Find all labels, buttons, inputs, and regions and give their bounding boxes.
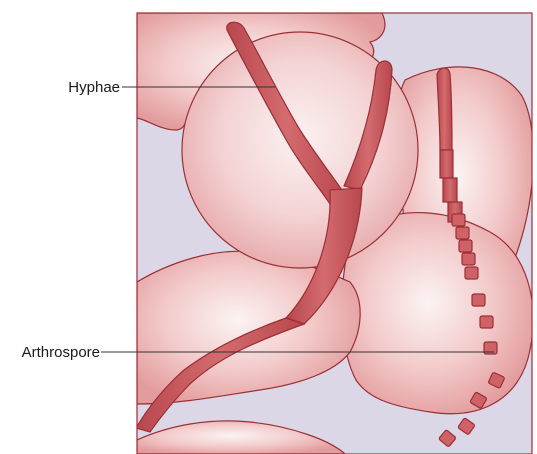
- hypha-segment: [440, 150, 453, 178]
- arthrospore: [456, 227, 469, 239]
- arthrospore: [459, 240, 472, 252]
- hypha-segment-top: [437, 68, 452, 150]
- arthrospore: [480, 316, 493, 328]
- arthrospore-label: Arthrospore: [22, 344, 100, 361]
- arthrospore: [452, 214, 465, 226]
- arthrospore: [465, 267, 478, 279]
- hyphae-label: Hyphae: [68, 79, 120, 96]
- hypha-segment: [443, 178, 457, 202]
- arthrospore: [472, 294, 485, 306]
- arthrospore: [462, 253, 475, 265]
